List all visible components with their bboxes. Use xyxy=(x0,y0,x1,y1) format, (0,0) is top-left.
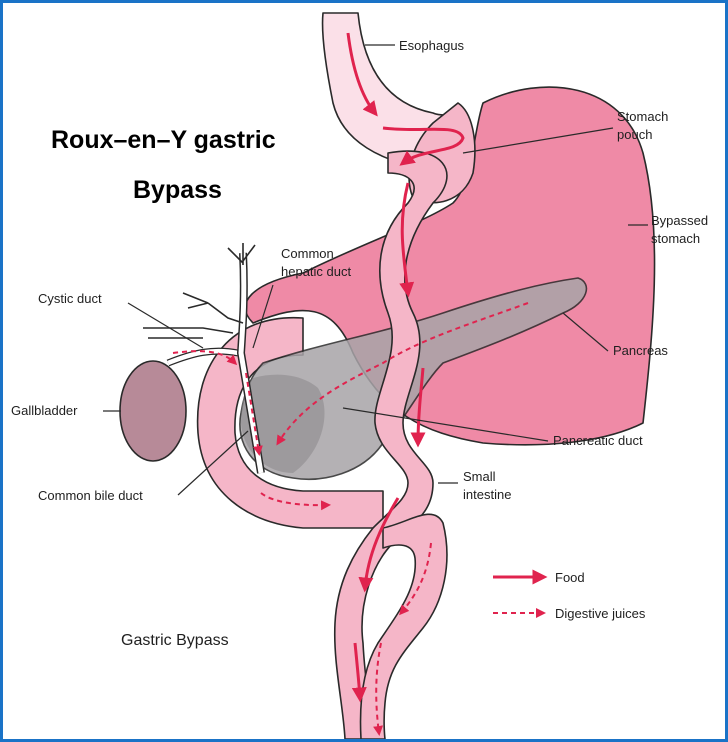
legend-food-label: Food xyxy=(555,570,585,585)
label-esophagus: Esophagus xyxy=(399,38,465,53)
label-pancreatic-duct: Pancreatic duct xyxy=(553,433,643,448)
hepatic-branches xyxy=(143,243,255,338)
label-small-intestine-line1: Small xyxy=(463,469,496,484)
label-bypassed-stomach-line1: Bypassed xyxy=(651,213,708,228)
diagram-caption: Gastric Bypass xyxy=(121,632,229,649)
gastric-bypass-diagram: Roux–en–Y gastric Bypass Esophagus Stoma… xyxy=(3,3,725,739)
diagram-title-line1: Roux–en–Y gastric xyxy=(51,126,276,154)
label-cystic-duct: Cystic duct xyxy=(38,291,102,306)
label-small-intestine-line2: intestine xyxy=(463,487,511,502)
label-pancreas: Pancreas xyxy=(613,343,668,358)
label-common-hepatic-duct-line1: Common xyxy=(281,246,334,261)
legend-juices-label: Digestive juices xyxy=(555,606,646,621)
label-stomach-pouch-line2: pouch xyxy=(617,127,652,142)
label-gallbladder: Gallbladder xyxy=(11,403,78,418)
gallbladder xyxy=(120,361,186,461)
label-common-hepatic-duct-line2: hepatic duct xyxy=(281,264,351,279)
legend: Food Digestive juices xyxy=(493,570,646,621)
label-bypassed-stomach-line2: stomach xyxy=(651,231,700,246)
label-stomach-pouch-line1: Stomach xyxy=(617,109,668,124)
label-common-bile-duct: Common bile duct xyxy=(38,488,143,503)
diagram-title-line2: Bypass xyxy=(133,176,222,204)
